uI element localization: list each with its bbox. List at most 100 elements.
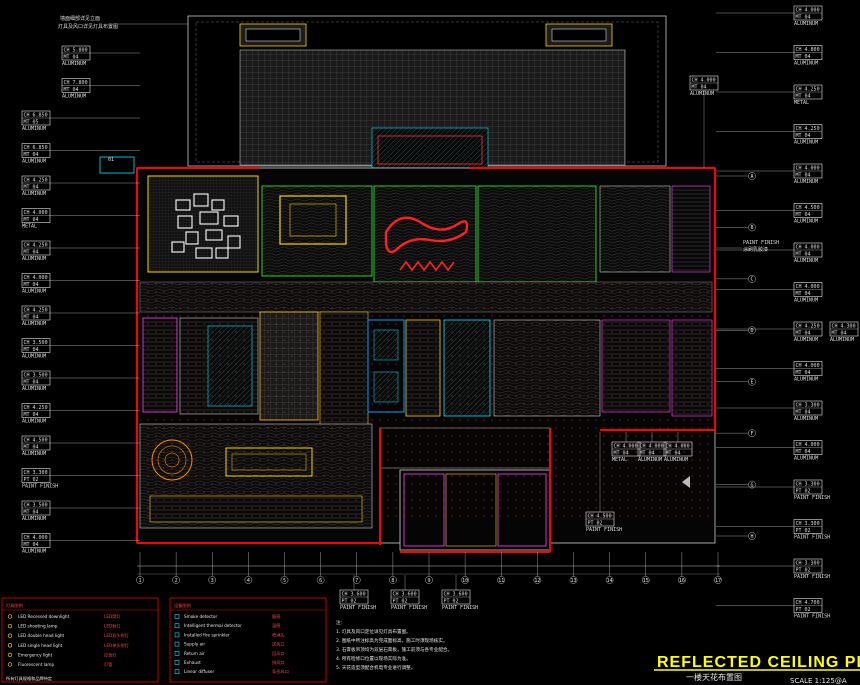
tag-material-desc: ALUMINUM (664, 457, 688, 463)
tag-ceiling-height: CH 4.000 (796, 165, 820, 171)
tag-ceiling-height: CH 4.800 (796, 47, 820, 53)
tag-material-desc: ALUMINUM (794, 219, 818, 225)
tag-material-code: MT 04 (24, 509, 39, 515)
tag-material-code: MT 04 (24, 184, 39, 190)
grid-label: 15 (643, 578, 649, 584)
tag-ceiling-height: CH 4.250 (24, 242, 48, 248)
tag-ceiling-height: CH 4.000 (796, 284, 820, 290)
legend-equip-cn: 排风口 (272, 659, 285, 666)
tag-material-desc: ALUMINUM (22, 549, 46, 555)
tag-material-desc: ALUMINUM (794, 337, 818, 343)
legend-lights-footnote: 所有灯具规格和品牌待定 (6, 675, 52, 682)
tag-material-code: MT 04 (666, 450, 681, 456)
drawing-title: REFLECTED CEILING PLAN (657, 654, 860, 671)
legend-equip-name: Installed fire sprinkler (184, 632, 230, 637)
grid-label: 9 (427, 578, 430, 584)
legend-equip-cn: 喷淋头 (272, 631, 285, 638)
paint-finish-desc: 涂刷乳胶漆 (743, 246, 768, 253)
tag-material-code: MT 04 (24, 379, 39, 385)
tag-ceiling-height: CH 4.250 (796, 126, 820, 132)
tag-material-desc: ALUMINUM (794, 456, 818, 462)
tag-material-desc: ALUMINUM (22, 191, 46, 197)
tag-ceiling-height: CH 3.500 (24, 372, 48, 378)
tag-material-desc: ALUMINUM (62, 61, 86, 67)
tag-material-code: MT 04 (24, 217, 39, 223)
tag-material-code: PT 02 (588, 520, 603, 526)
top-note-line-2: 灯具及风口详见灯具布置图 (58, 23, 118, 30)
tag-ceiling-height: CH 4.300 (832, 323, 856, 329)
legend-light-name: LED Recessed downlight (18, 614, 70, 619)
tag-ceiling-height: CH 4.000 (24, 210, 48, 216)
drawing-scale: SCALE 1:125@A (790, 677, 847, 685)
tag-ceiling-height: CH 4.000 (640, 443, 664, 449)
general-notes: 注：1. 灯具及风口定位详见灯具布置图。2. 图纸中所注标高为完成面标高，施工时… (336, 619, 452, 671)
grid-label: 1 (138, 578, 141, 584)
tag-material-code: MT 04 (24, 347, 39, 353)
tag-ceiling-height: CH 3.300 (796, 481, 820, 487)
legend-light-name: Emergency light (18, 652, 53, 657)
legend-equip-cn: 条形风口 (272, 668, 289, 675)
grid-label: 13 (570, 578, 576, 584)
tag-material-code: MT 04 (832, 330, 847, 336)
tag-material-code: MT 04 (796, 330, 811, 336)
tag-material-desc: ALUMINUM (22, 256, 46, 262)
grid-label: 11 (498, 578, 504, 584)
tag-material-code: MT 05 (24, 119, 39, 125)
legend-light-cn: 应急灯 (104, 651, 117, 658)
tag-material-code: PT 02 (444, 598, 459, 604)
tag-material-code: PT 02 (796, 488, 811, 494)
tag-material-desc: ALUMINUM (22, 419, 46, 425)
grid-label: 7 (355, 578, 358, 584)
legend-equip-name: Exhaust (184, 660, 201, 665)
tag-ceiling-height: CH 4.250 (24, 405, 48, 411)
tag-material-desc: ALUMINUM (690, 91, 714, 97)
tag-material-desc: ALUMINUM (830, 337, 854, 343)
grid-label: 8 (391, 578, 394, 584)
tag-material-desc: ALUMINUM (794, 140, 818, 146)
tag-material-code: PT 02 (342, 598, 357, 604)
legend-light-cn: 灯管 (104, 661, 112, 668)
tag-material-desc: PAINT FINISH (442, 605, 478, 611)
grid-label: 16 (679, 578, 685, 584)
tag-material-desc: ALUMINUM (794, 179, 818, 185)
tag-material-desc: PAINT FINISH (586, 527, 622, 533)
tag-material-desc: PAINT FINISH (794, 574, 830, 580)
tag-ceiling-height: CH 3.500 (24, 340, 48, 346)
grid-label: G (750, 482, 753, 488)
grid-label: 17 (715, 578, 721, 584)
tag-material-code: MT 04 (796, 370, 811, 376)
grid-label: 4 (247, 578, 250, 584)
top-note-line-1: 墙面细部详见立面 (60, 15, 100, 22)
tag-material-desc: ALUMINUM (638, 457, 662, 463)
tag-ceiling-height: CH 4.500 (24, 437, 48, 443)
legend-equip-cn: 烟感 (272, 613, 280, 620)
tag-material-desc: PAINT FINISH (794, 614, 830, 620)
tag-material-code: MT 04 (24, 152, 39, 158)
grid-label: F (750, 431, 753, 437)
tag-material-desc: ALUMINUM (22, 126, 46, 132)
